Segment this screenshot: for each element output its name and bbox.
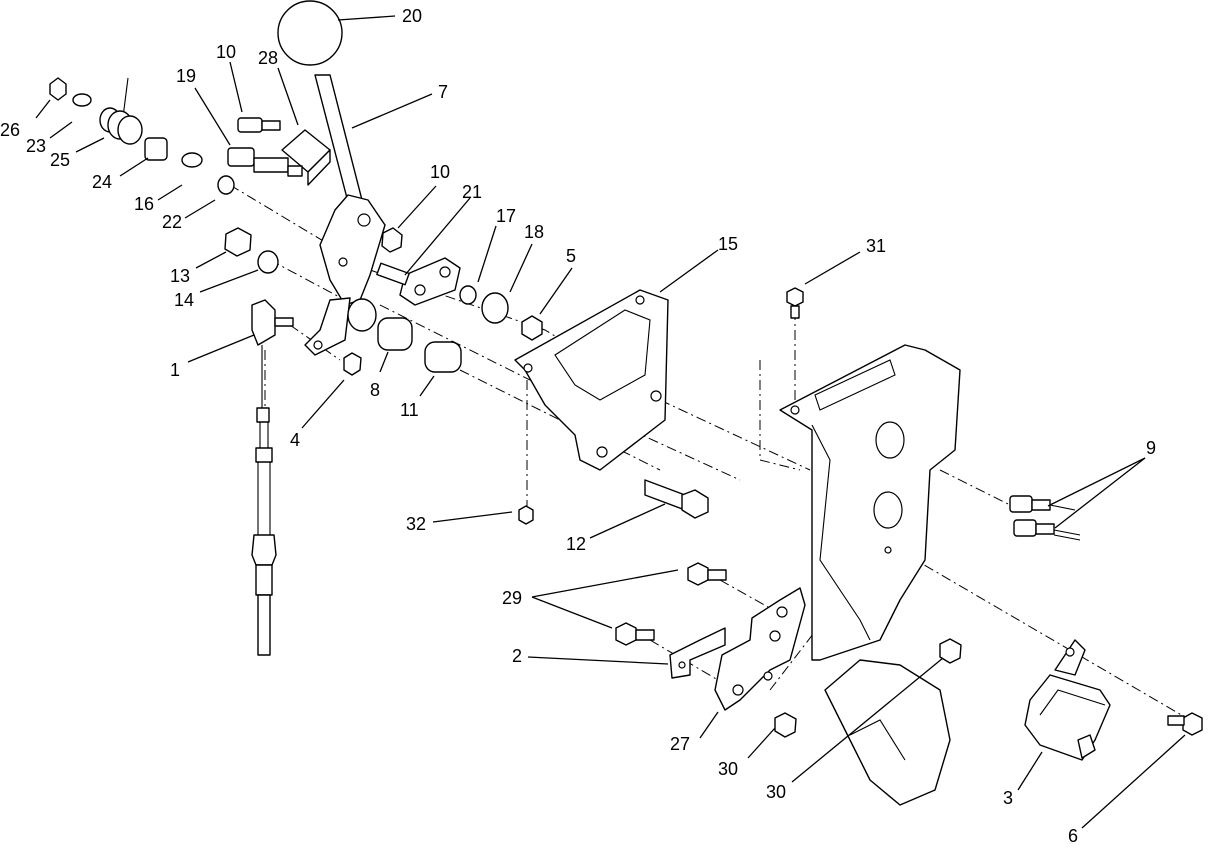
switch-9: [1009, 495, 1081, 541]
bracket-27: [714, 587, 806, 711]
callout-25: 25: [50, 150, 70, 170]
callout-8: 8: [370, 380, 380, 400]
switch-19: [227, 147, 303, 177]
callout-4: 4: [290, 430, 300, 450]
callout-24: 24: [92, 172, 112, 192]
callout-32: 32: [406, 514, 426, 534]
callout-numbers: 20 10 28 19 7 26 23 25 24 16 22 10 21 17…: [0, 6, 1156, 846]
nuts-30: [774, 638, 962, 738]
callout-2: 2: [512, 646, 522, 666]
callout-26: 26: [0, 120, 20, 140]
bushings-8-11: [347, 298, 462, 373]
callout-19: 19: [176, 66, 196, 86]
callout-18: 18: [524, 222, 544, 242]
clip-2: [669, 627, 726, 679]
callout-5: 5: [566, 246, 576, 266]
callout-11: 11: [400, 400, 419, 420]
relay-3: [1024, 639, 1111, 761]
bolt-6: [1167, 712, 1203, 736]
cable-1: [251, 299, 294, 656]
callout-31: 31: [866, 236, 886, 256]
spring-parts-left: [49, 77, 235, 195]
callout-30: 30: [718, 759, 738, 779]
callout-17: 17: [496, 206, 516, 226]
callout-27: 27: [670, 734, 690, 754]
bolt-12: [644, 479, 709, 519]
bolt-31: [786, 287, 804, 319]
callout-1: 1: [170, 360, 180, 380]
callout-20: 20: [402, 6, 422, 26]
callout-12: 12: [566, 534, 586, 554]
callout-9: 9: [1146, 438, 1156, 458]
callout-10: 10: [216, 42, 236, 62]
callout-14: 14: [174, 290, 194, 310]
link-21: [376, 257, 461, 306]
bracket-15: [514, 289, 669, 471]
nut-4: [343, 352, 362, 376]
switch-10-upper: [237, 117, 281, 133]
callout-29: 29: [502, 588, 522, 608]
callout-16: 16: [134, 194, 154, 214]
callout-28: 28: [258, 48, 278, 68]
callout-22: 22: [162, 212, 182, 232]
spacers-17-18: [459, 285, 543, 341]
callout-7: 7: [438, 82, 448, 102]
bolts-29: [615, 562, 727, 646]
callout-15: 15: [718, 234, 738, 254]
callout-3: 3: [1003, 788, 1013, 808]
callout-6: 6: [1068, 826, 1078, 846]
callout-30: 30: [766, 782, 786, 802]
switch-28: [281, 129, 331, 186]
callout-10: 10: [430, 162, 450, 182]
frame-plate: [779, 344, 961, 806]
shift-knob-20: [277, 0, 343, 66]
nut-10-lower: [381, 227, 403, 253]
callout-23: 23: [26, 136, 46, 156]
nut-13-washer-14: [224, 227, 279, 274]
nut-32: [518, 505, 534, 525]
callout-leaders: [35, 15, 1186, 829]
callout-13: 13: [170, 266, 190, 286]
callout-21: 21: [462, 182, 482, 202]
